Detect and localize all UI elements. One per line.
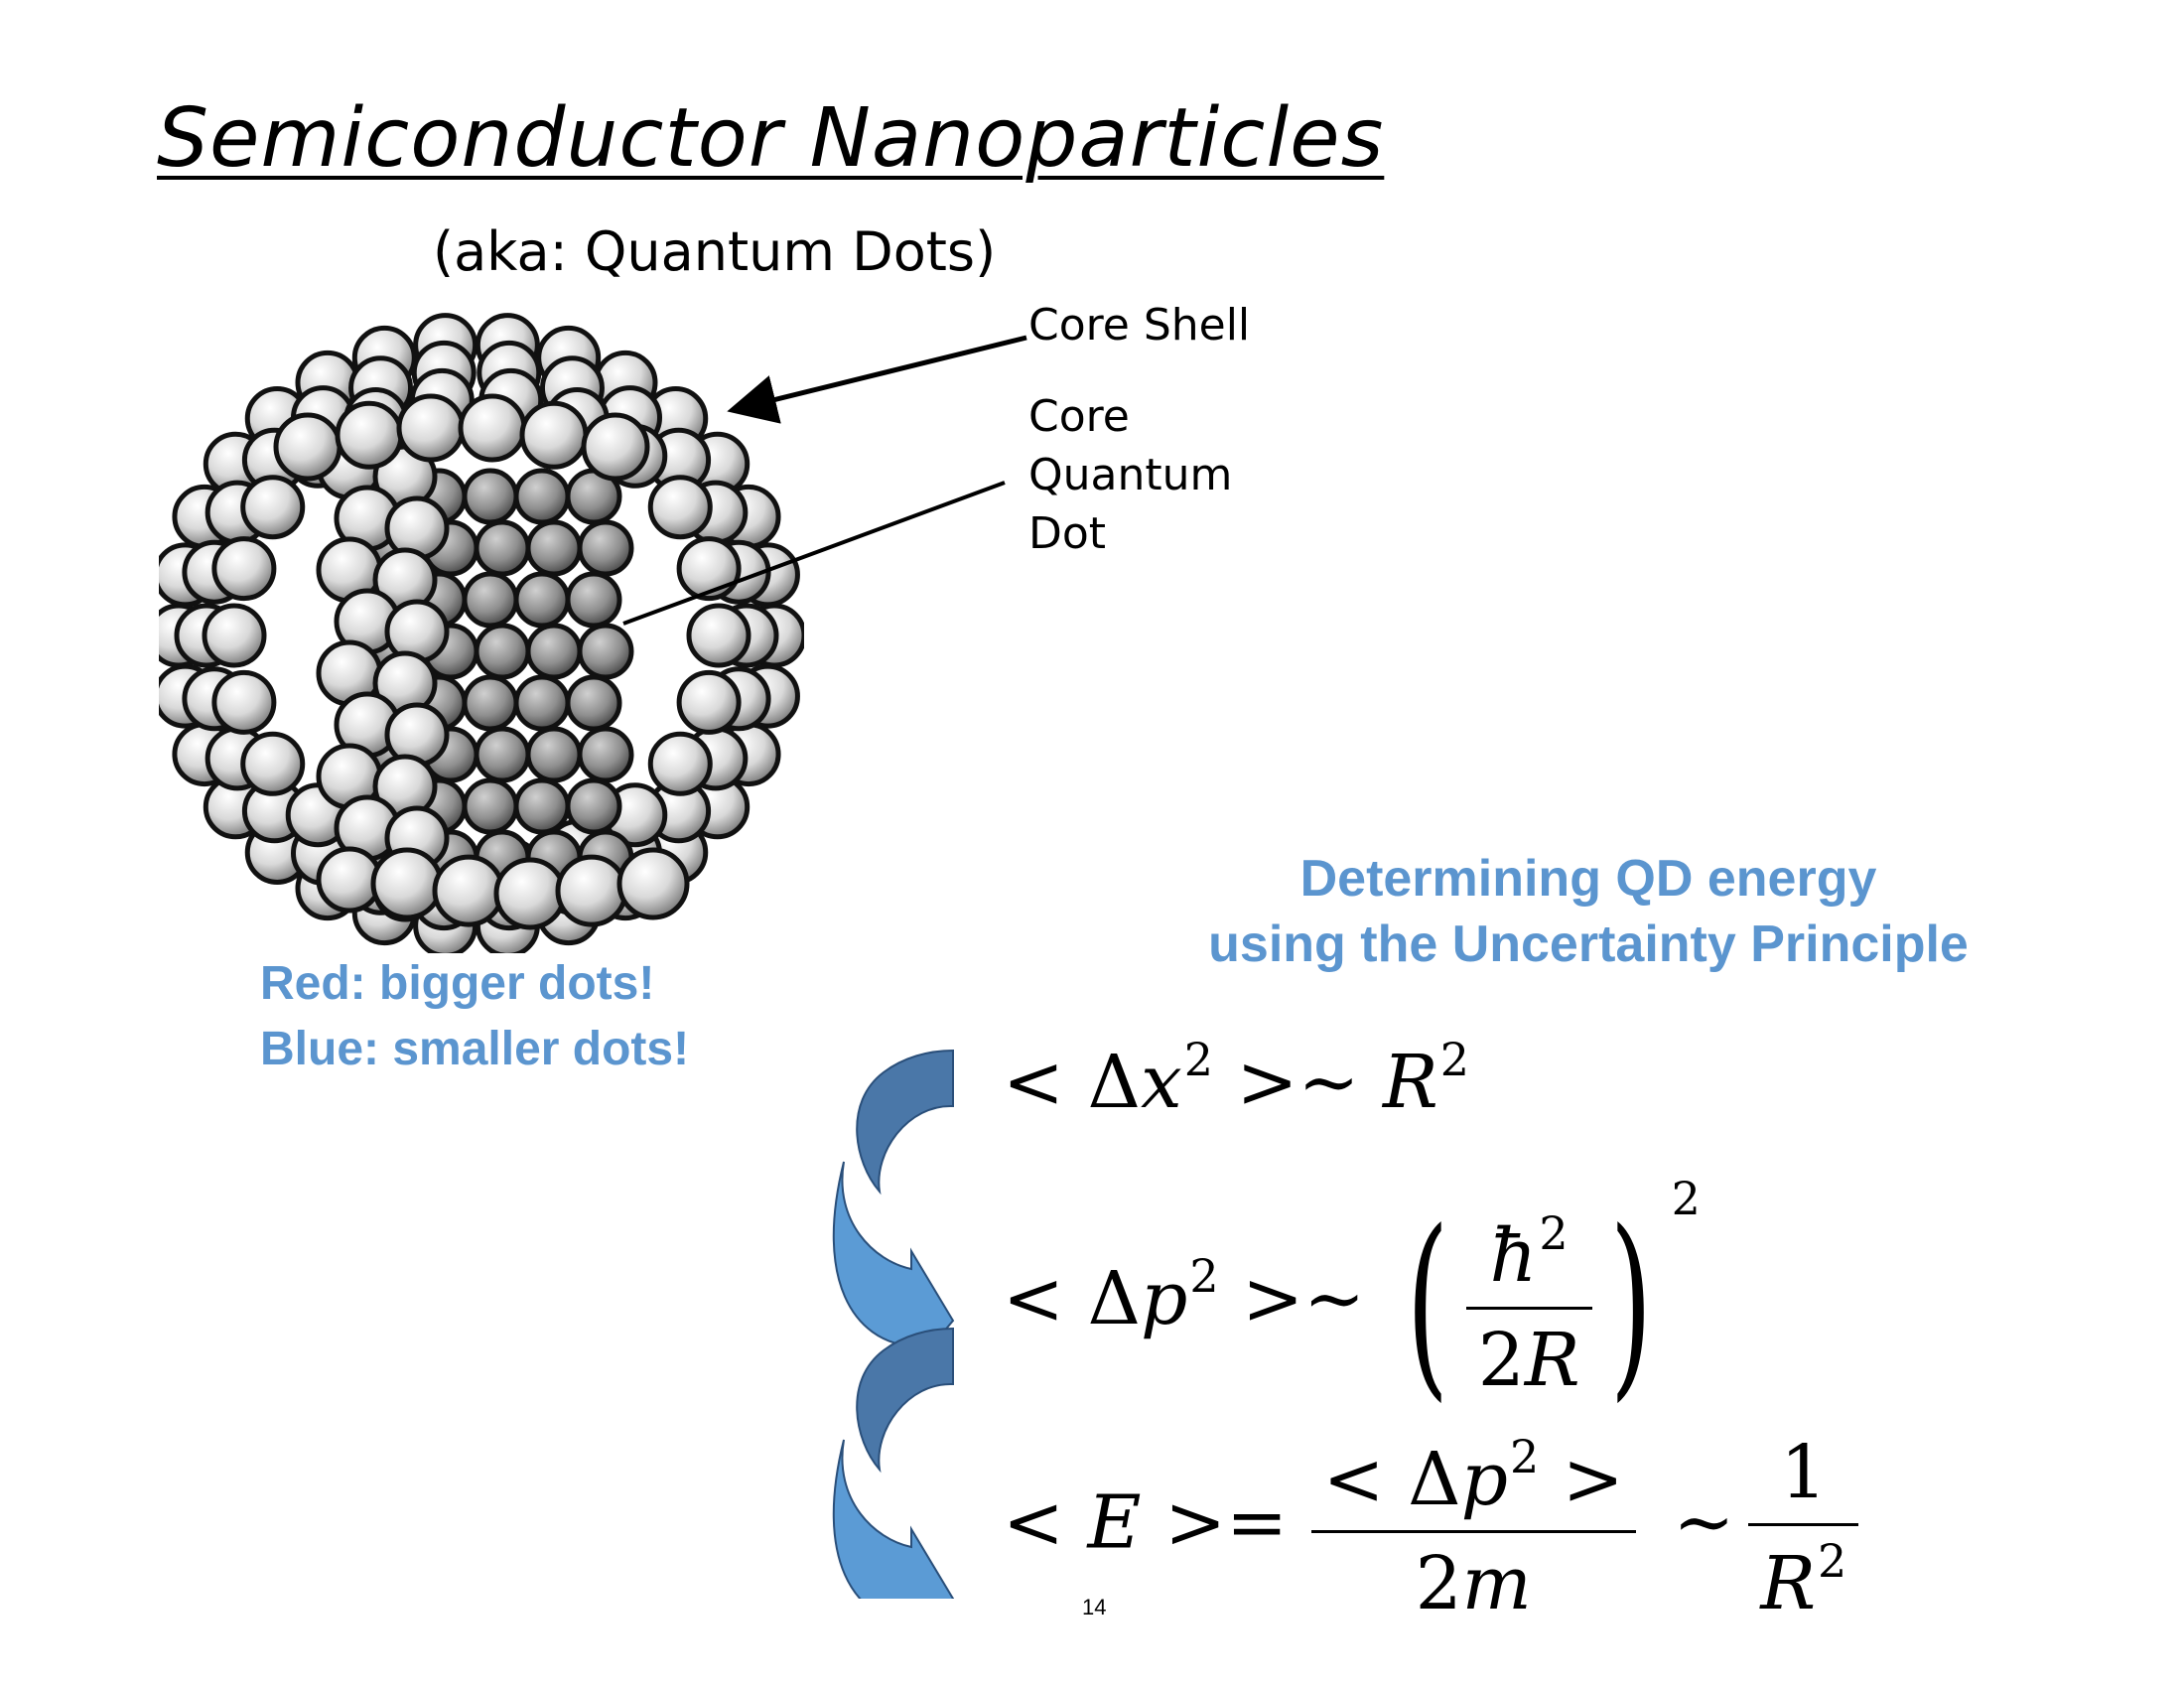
core-shell-label: Core Shell — [1028, 300, 1251, 351]
momentum-over-2m: < Δp2 >2m — [1310, 1430, 1636, 1626]
quantum-dot-illustration — [159, 313, 804, 953]
atom-sphere — [211, 669, 277, 735]
section-heading: Determining QD energy using the Uncertai… — [1072, 846, 2105, 977]
atom-sphere — [616, 847, 690, 920]
atom-sphere — [577, 519, 634, 577]
curved-arrow-1 — [832, 1049, 955, 1373]
equation-position-uncertainty: < Δx2 >∼ R2 — [1003, 1033, 1470, 1125]
red-note: Red: bigger dots! — [260, 957, 655, 1010]
atom-sphere — [647, 475, 713, 540]
curved-arrow-2 — [832, 1327, 955, 1599]
heading-line-2: using the Uncertainty Principle — [1208, 915, 1969, 973]
atom-sphere — [565, 777, 622, 835]
slide-title: Semiconductor Nanoparticles — [157, 91, 1385, 186]
atom-sphere — [565, 571, 622, 629]
core-pointer — [622, 481, 1006, 626]
core-label-line-2: Quantum — [1028, 450, 1233, 500]
atom-sphere — [240, 731, 306, 796]
atom-sphere — [647, 731, 713, 796]
core-label-line-1: Core — [1028, 391, 1130, 442]
size-color-notes: Red: bigger dots! Blue: smaller dots! — [260, 951, 689, 1082]
heading-line-1: Determining QD energy — [1299, 850, 1877, 908]
core-shell-pointer — [727, 335, 1027, 424]
atom-sphere — [581, 412, 650, 482]
core-quantum-dot-label: Core Quantum Dot — [1028, 387, 1232, 563]
atom-sphere — [565, 674, 622, 732]
page-number: 14 — [1082, 1595, 1107, 1619]
blue-note: Blue: smaller dots! — [260, 1023, 690, 1075]
atom-sphere — [577, 726, 634, 783]
atom-spheres — [159, 313, 804, 953]
atom-sphere — [240, 475, 306, 540]
atom-sphere — [676, 669, 742, 735]
atom-sphere — [211, 536, 277, 602]
curved-arrows — [832, 1049, 955, 1599]
atom-sphere — [676, 536, 742, 602]
atom-sphere — [202, 603, 267, 668]
atom-sphere — [577, 623, 634, 680]
atom-sphere — [686, 603, 751, 668]
core-label-line-3: Dot — [1028, 508, 1107, 559]
slide-subtitle: (aka: Quantum Dots) — [433, 220, 997, 283]
